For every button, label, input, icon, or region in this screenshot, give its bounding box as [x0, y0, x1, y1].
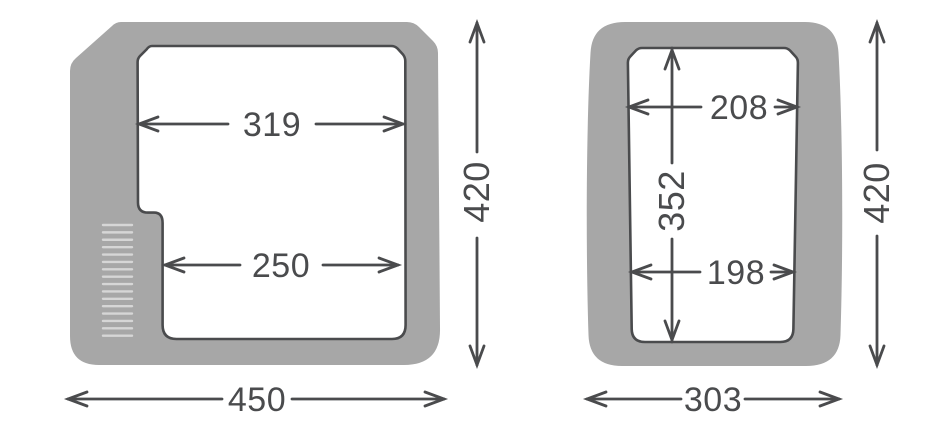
arrow-right-icon: [382, 115, 408, 133]
side-inner-top-width-label: 208: [710, 89, 768, 127]
arrow-down-icon: [663, 319, 681, 345]
arrow-up-icon: [663, 45, 681, 71]
arrow-left-icon: [624, 98, 650, 116]
dim-side-outer-height: 420: [856, 18, 897, 370]
side-inner-bottom-width-label: 198: [707, 254, 765, 292]
dim-front-inner-top-width: 319: [134, 106, 408, 144]
dim-side-inner-top-width: 208: [624, 89, 802, 127]
front-view: 319 250 420 450: [63, 18, 497, 419]
arrow-left-icon: [160, 256, 186, 274]
arrow-left-icon: [627, 263, 653, 281]
arrow-right-icon: [772, 263, 798, 281]
side-view-cavity: [626, 46, 800, 344]
side-outer-height-label: 420: [856, 162, 897, 224]
dim-front-inner-bottom-width: 250: [160, 247, 403, 285]
side-view: 208 352 198 420: [582, 18, 897, 419]
dim-side-outer-width: 303: [582, 381, 844, 419]
arrow-up-icon: [868, 18, 886, 44]
front-outer-width-label: 450: [228, 381, 286, 419]
dim-front-outer-height: 420: [456, 18, 497, 370]
arrow-right-icon: [423, 390, 449, 408]
arrow-right-icon: [377, 256, 403, 274]
dim-side-inner-height: 352: [651, 45, 692, 345]
arrow-left-icon: [582, 390, 608, 408]
front-outer-height-label: 420: [456, 161, 497, 223]
arrow-right-icon: [818, 390, 844, 408]
front-inner-top-width-label: 319: [243, 106, 301, 144]
arrow-left-icon: [63, 390, 89, 408]
front-inner-bottom-width-label: 250: [252, 247, 310, 285]
arrow-down-icon: [468, 344, 486, 370]
arrow-up-icon: [468, 18, 486, 44]
arrow-down-icon: [868, 344, 886, 370]
side-inner-height-label: 352: [651, 170, 692, 232]
dim-front-outer-width: 450: [63, 381, 449, 419]
vent-grille: [101, 223, 134, 337]
side-outer-width-label: 303: [684, 381, 742, 419]
arrow-right-icon: [776, 98, 802, 116]
front-view-cavity: [136, 44, 407, 341]
dim-side-inner-bottom-width: 198: [627, 254, 798, 292]
arrow-left-icon: [134, 115, 160, 133]
